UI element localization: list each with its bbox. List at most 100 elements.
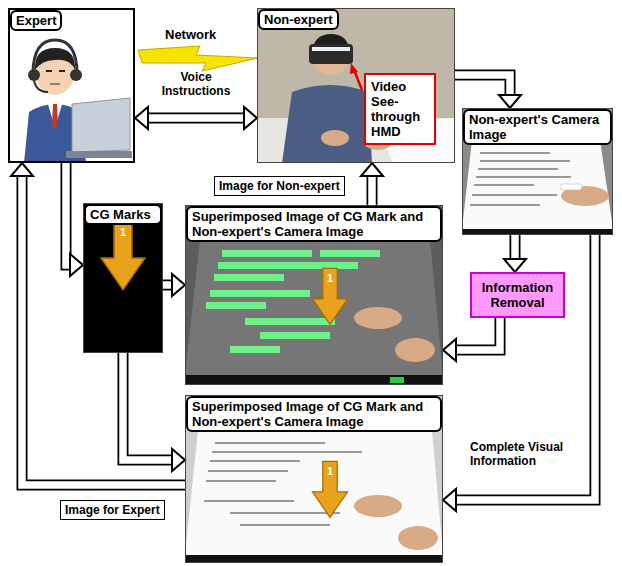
- expert-illustration: [50, 83, 60, 85]
- non-expert-photo: [350, 63, 358, 74]
- arrow-outline: [510, 235, 521, 259]
- expert-illustration: [59, 70, 65, 72]
- arrow-body: [368, 176, 376, 205]
- edge-label: Image for Expert: [60, 500, 165, 520]
- arrow-body: [123, 353, 172, 460]
- superimposed-photo: [185, 240, 443, 375]
- superimposed-photo: [245, 318, 335, 325]
- arrow-head: [70, 254, 83, 276]
- superimposed-photo: [354, 495, 402, 517]
- superimposed-photo: [320, 250, 380, 257]
- superimposed-photo: [204, 500, 294, 502]
- panel-title: CG Marks: [84, 204, 162, 225]
- camera-photo: [480, 152, 550, 154]
- superimposed-photo: [230, 346, 280, 353]
- superimposed-photo: [185, 555, 443, 563]
- camera-photo: [462, 108, 613, 235]
- photo-panel: Superimposed Image of CG Mark and Non-ex…: [185, 205, 443, 385]
- camera-photo: [474, 184, 534, 186]
- cg-mark-panel: [83, 203, 163, 353]
- network-bolt: [138, 46, 258, 71]
- arrow-outline: [66, 163, 70, 265]
- arrow-outline: [367, 176, 378, 205]
- panel-title: Non-expert: [258, 9, 339, 30]
- superimposed-photo: [390, 377, 404, 383]
- expert-illustration: [66, 151, 132, 158]
- hollow-arrow: [11, 163, 185, 485]
- camera-photo: [480, 160, 570, 162]
- non-expert-photo: [312, 34, 350, 52]
- camera-photo: [478, 168, 558, 170]
- superimposed-photo: [354, 307, 402, 329]
- arrow-head: [11, 163, 33, 176]
- hollow-arrow: [66, 163, 83, 276]
- arrow-body: [22, 176, 185, 485]
- expert-illustration: [70, 69, 82, 81]
- hollow-arrow: [443, 318, 500, 361]
- expert-panel: Expert: [8, 8, 135, 163]
- callout-number: 1: [327, 464, 333, 478]
- arrow-head: [244, 107, 257, 129]
- box-text: Information Removal: [477, 280, 558, 310]
- superimposed-photo: [230, 512, 340, 514]
- edge-label: Complete Visual Information: [470, 440, 580, 468]
- panel-title: Non-expert's Camera Image: [463, 109, 612, 145]
- arrow-head: [135, 107, 148, 129]
- panel-title: Superimposed Image of CG Mark and Non-ex…: [186, 206, 442, 242]
- non-expert-photo: [282, 85, 372, 163]
- non-expert-photo: [312, 47, 350, 51]
- superimposed-photo: [260, 332, 330, 339]
- arrow-outline: [22, 176, 185, 485]
- arrow-body: [456, 235, 595, 500]
- superimposed-photo: [222, 250, 312, 257]
- box-text: Video See-through HMD: [371, 79, 429, 139]
- arrow-outline: [123, 353, 172, 460]
- superimposed-photo: [206, 480, 276, 482]
- callout-number: 1: [120, 225, 126, 239]
- hollow-arrow: [123, 353, 185, 471]
- non-expert-photo: [321, 130, 349, 146]
- arrow-head: [172, 274, 185, 296]
- hollow-arrow: [163, 274, 185, 296]
- superimposed-photo: [185, 375, 443, 385]
- superimposed-photo: [185, 205, 443, 385]
- arrow-body: [511, 235, 519, 259]
- arrow-head: [504, 259, 526, 272]
- photo-panel: Non-expert's Camera Image: [462, 108, 613, 235]
- expert-illustration: [46, 70, 52, 72]
- arrow-body: [456, 318, 500, 350]
- photo-panel: Superimposed Image of CG Mark and Non-ex…: [185, 395, 443, 563]
- non-expert-photo: [257, 8, 455, 163]
- photo-panel: Non-expertVideo See-through HMD: [257, 8, 455, 163]
- superimposed-photo: [185, 430, 443, 555]
- superimposed-photo: [398, 526, 438, 550]
- superimposed-photo: [210, 460, 300, 462]
- arrow-body: [66, 163, 70, 265]
- arrow-outline: [455, 75, 510, 95]
- superimposed-photo: [208, 470, 288, 472]
- expert-illustration: [52, 104, 58, 130]
- camera-photo: [470, 204, 540, 206]
- arrow-head: [361, 163, 383, 176]
- superimposed-photo: [185, 205, 443, 385]
- superimposed-photo: [395, 338, 435, 362]
- hollow-arrow: [361, 163, 383, 205]
- expert-illustration: [28, 69, 40, 81]
- cg-mark-panel: [83, 203, 163, 353]
- callout-box: Video See-through HMD: [364, 73, 436, 145]
- camera-photo: [462, 140, 613, 229]
- expert-illustration: [72, 98, 130, 152]
- expert-illustration: [34, 80, 48, 92]
- arrow-outline: [148, 113, 244, 124]
- superimposed-photo: [240, 524, 330, 526]
- superimposed-photo: [215, 442, 325, 444]
- superimposed-photo: [312, 268, 347, 324]
- camera-photo: [476, 176, 571, 178]
- cg-mark-panel: [101, 220, 145, 290]
- network-bolt: [138, 46, 258, 71]
- hollow-arrow: [135, 107, 257, 129]
- cg-panel: CG Marks: [83, 203, 163, 353]
- panel-title: Expert: [10, 10, 62, 31]
- hollow-arrow: [443, 235, 595, 511]
- superimposed-photo: [206, 302, 266, 309]
